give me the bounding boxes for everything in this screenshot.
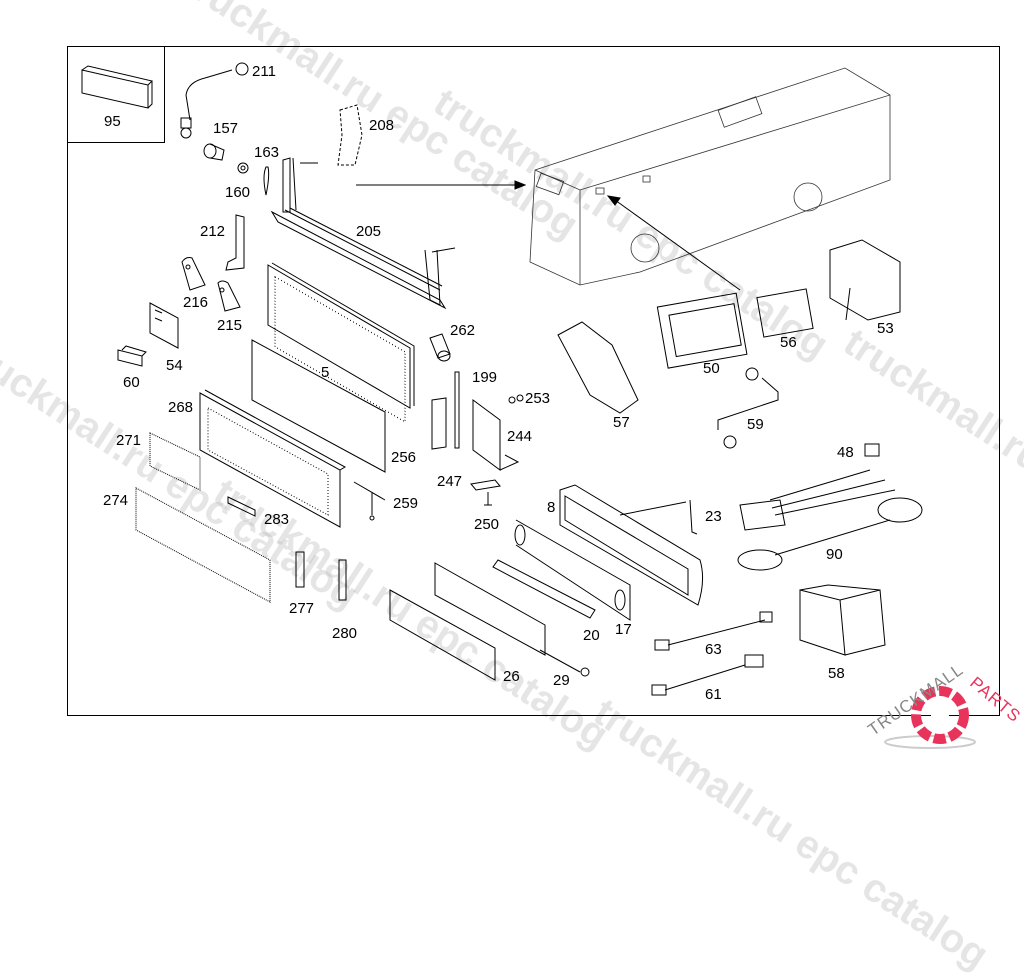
- part-271-mesh: [149, 432, 201, 491]
- part-53-unit: [829, 239, 901, 321]
- part-208-bracket: [337, 104, 363, 166]
- inset-box: [67, 46, 165, 143]
- part-label-157[interactable]: 157: [213, 120, 239, 137]
- bus-illustration: [529, 67, 891, 286]
- part-23-clip: [689, 499, 698, 535]
- part-60-connector: [117, 345, 147, 367]
- part-label-17[interactable]: 17: [615, 621, 632, 638]
- part-274-mesh: [135, 487, 271, 603]
- part-label-54[interactable]: 54: [166, 357, 183, 374]
- part-280-clip: [338, 559, 347, 601]
- gear-icon: [884, 686, 976, 749]
- part-61-cable: [651, 654, 764, 696]
- part-label-274[interactable]: 274: [103, 492, 129, 509]
- part-label-8[interactable]: 8: [547, 499, 556, 516]
- part-label-256[interactable]: 256: [391, 449, 417, 466]
- part-48-harness: [739, 443, 896, 531]
- part-label-90[interactable]: 90: [826, 546, 843, 563]
- part-259-rod: [353, 481, 386, 521]
- part-label-48[interactable]: 48: [837, 444, 854, 461]
- part-56-module: [756, 288, 814, 338]
- part-label-63[interactable]: 63: [705, 641, 722, 658]
- part-label-26[interactable]: 26: [503, 668, 520, 685]
- part-90-harness: [737, 497, 923, 571]
- arrow-line: [614, 199, 741, 291]
- part-262-spacer: [429, 333, 451, 362]
- part-label-199[interactable]: 199: [472, 369, 498, 386]
- part-17-end-cap: [514, 519, 631, 621]
- part-label-20[interactable]: 20: [583, 627, 600, 644]
- part-244-plate: [472, 399, 520, 471]
- part-label-59[interactable]: 59: [747, 416, 764, 433]
- part-95-seal-strip: [81, 65, 153, 109]
- part-label-244[interactable]: 244: [507, 428, 533, 445]
- part-20-tube: [492, 559, 596, 619]
- part-label-50[interactable]: 50: [703, 360, 720, 377]
- part-5-front-panel: [267, 262, 415, 423]
- part-212-bracket: [225, 214, 245, 271]
- part-160-washer: [237, 162, 249, 174]
- part-label-56[interactable]: 56: [780, 334, 797, 351]
- part-label-211[interactable]: 211: [252, 63, 276, 80]
- part-163-pin: [263, 166, 270, 196]
- part-250-screw: [484, 492, 492, 506]
- part-label-283[interactable]: 283: [264, 511, 290, 528]
- part-label-61[interactable]: 61: [705, 686, 722, 703]
- part-label-253[interactable]: 253: [525, 390, 551, 407]
- part-29-gasket: [434, 562, 590, 677]
- truckmallparts-logo: TRUCKMALL PARTS: [860, 660, 1024, 750]
- part-label-262[interactable]: 262: [450, 322, 476, 339]
- part-label-57[interactable]: 57: [613, 414, 630, 431]
- part-label-208[interactable]: 208: [369, 117, 395, 134]
- part-205-frame: [270, 157, 456, 310]
- part-54-module: [149, 302, 179, 349]
- diagram-artwork: [81, 62, 923, 696]
- inset-label-95: 95: [104, 113, 121, 130]
- part-label-280[interactable]: 280: [332, 625, 358, 642]
- part-label-247[interactable]: 247: [437, 473, 463, 490]
- part-label-29[interactable]: 29: [553, 672, 570, 689]
- part-label-163[interactable]: 163: [254, 144, 280, 161]
- part-283-latch: [227, 496, 256, 517]
- part-157-bolt: [203, 143, 225, 161]
- part-label-277[interactable]: 277: [289, 600, 315, 617]
- part-8-housing: [559, 484, 704, 606]
- part-256-glass: [251, 339, 386, 473]
- part-label-60[interactable]: 60: [123, 374, 140, 391]
- part-50-lamp: [656, 292, 748, 369]
- diagram-frame: [67, 46, 1000, 716]
- part-label-58[interactable]: 58: [828, 665, 845, 682]
- part-label-250[interactable]: 250: [474, 516, 500, 533]
- part-label-271[interactable]: 271: [116, 432, 142, 449]
- part-label-160[interactable]: 160: [225, 184, 251, 201]
- part-268-bezel: [199, 389, 347, 528]
- part-label-53[interactable]: 53: [877, 320, 894, 337]
- part-label-268[interactable]: 268: [168, 399, 194, 416]
- part-57-bracket: [557, 321, 639, 414]
- part-58-housing: [799, 584, 886, 656]
- part-label-23[interactable]: 23: [705, 508, 722, 525]
- part-211-cable: [180, 62, 249, 139]
- part-215-bracket: [217, 280, 241, 312]
- part-253-screw: [508, 394, 524, 404]
- part-label-215[interactable]: 215: [217, 317, 243, 334]
- part-label-205[interactable]: 205: [356, 223, 382, 240]
- part-label-259[interactable]: 259: [393, 495, 419, 512]
- part-label-216[interactable]: 216: [183, 294, 209, 311]
- part-63-cable: [654, 611, 773, 651]
- part-label-5[interactable]: 5: [321, 364, 330, 381]
- part-277-clip: [295, 551, 305, 588]
- part-247-block: [470, 479, 501, 491]
- part-199-hinge: [431, 371, 460, 450]
- part-label-212[interactable]: 212: [200, 223, 226, 240]
- part-59-cable: [717, 367, 779, 449]
- part-216-bracket: [181, 257, 206, 291]
- part-26-glass: [389, 589, 496, 681]
